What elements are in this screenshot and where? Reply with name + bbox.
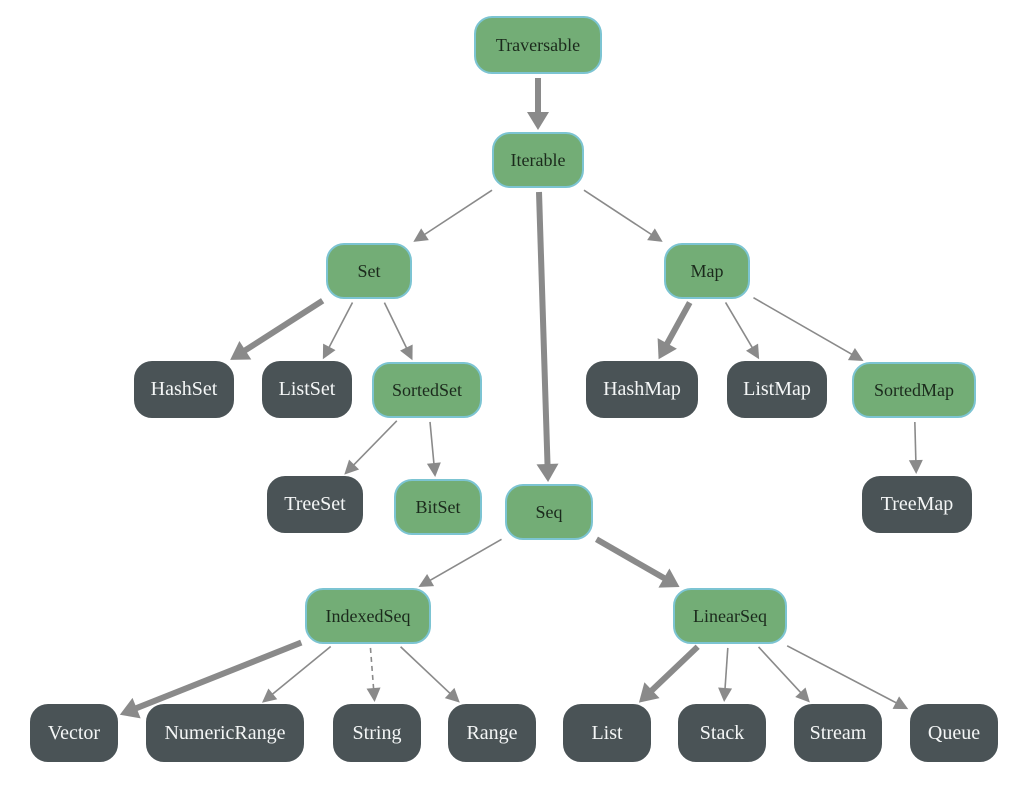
arrowhead-indexedseq-range [444,687,460,703]
edge-indexedseq-numericrange [271,645,332,696]
node-sortedset: SortedSet [372,362,482,418]
arrowhead-linearseq-list [638,682,660,703]
edge-linearseq-stream [757,646,802,694]
edge-seq-indexedseq [429,538,502,582]
edge-set-sortedset [383,302,408,349]
arrowhead-sortedmap-treemap [908,459,923,475]
node-indexedseq: IndexedSeq [305,588,431,644]
node-map: Map [664,243,750,299]
node-queue: Queue [910,704,998,762]
node-list: List [563,704,651,762]
arrowhead-set-listset [322,343,336,360]
node-listset: ListSet [262,361,352,418]
arrowhead-indexedseq-numericrange [261,688,278,703]
edge-linearseq-queue [786,645,898,704]
node-string: String [333,704,421,762]
arrowhead-traversable-iterable [527,112,549,130]
edge-set-hashset [242,298,325,354]
edge-iterable-seq [536,191,551,466]
arrowhead-sortedset-bitset [426,462,441,478]
node-treemap: TreeMap [862,476,972,533]
edge-map-sortedmap [753,297,853,356]
edge-map-listmap [724,302,754,349]
edge-linearseq-stack [724,647,729,690]
arrowhead-map-listmap [745,343,760,360]
node-bitset: BitSet [394,479,482,535]
node-range: Range [448,704,536,762]
node-listmap: ListMap [727,361,827,418]
edge-linearseq-list [649,644,700,694]
node-stack: Stack [678,704,766,762]
edge-seq-linearseq [594,536,667,582]
edge-indexedseq-range [400,646,451,695]
arrowhead-linearseq-stack [718,687,733,703]
edge-iterable-map [583,189,653,236]
node-hashset: HashSet [134,361,234,418]
edge-set-listset [328,302,354,349]
node-iterable: Iterable [492,132,584,188]
node-numericrange: NumericRange [146,704,304,762]
node-stream: Stream [794,704,882,762]
node-treeset: TreeSet [267,476,363,533]
arrowhead-map-sortedmap [847,347,864,362]
node-vector: Vector [30,704,118,762]
edge-indexedseq-string [369,647,375,690]
edge-iterable-set [423,189,493,236]
edge-sortedset-treeset [352,420,398,466]
arrowhead-iterable-map [647,228,663,242]
arrowhead-iterable-seq [536,463,559,483]
arrowhead-set-hashset [230,340,252,360]
arrowhead-iterable-set [413,228,429,242]
node-sortedmap: SortedMap [852,362,976,418]
node-seq: Seq [505,484,593,540]
edge-sortedset-bitset [429,421,435,465]
edge-map-hashmap [664,301,693,346]
arrowhead-set-sortedset [400,344,413,361]
edge-indexedseq-vector [134,639,303,712]
node-traversable: Traversable [474,16,602,74]
edge-sortedmap-treemap [914,421,917,462]
arrowhead-linearseq-stream [795,687,810,703]
node-set: Set [326,243,412,299]
arrowhead-sortedset-treeset [344,459,360,475]
arrowhead-linearseq-queue [892,696,909,710]
arrowhead-indexedseq-string [366,687,381,703]
arrowhead-indexedseq-vector [119,697,141,719]
arrowhead-map-hashmap [657,338,677,360]
arrowhead-seq-indexedseq [418,573,435,588]
arrowhead-seq-linearseq [658,568,680,588]
node-linearseq: LinearSeq [673,588,787,644]
node-hashmap: HashMap [586,361,698,418]
